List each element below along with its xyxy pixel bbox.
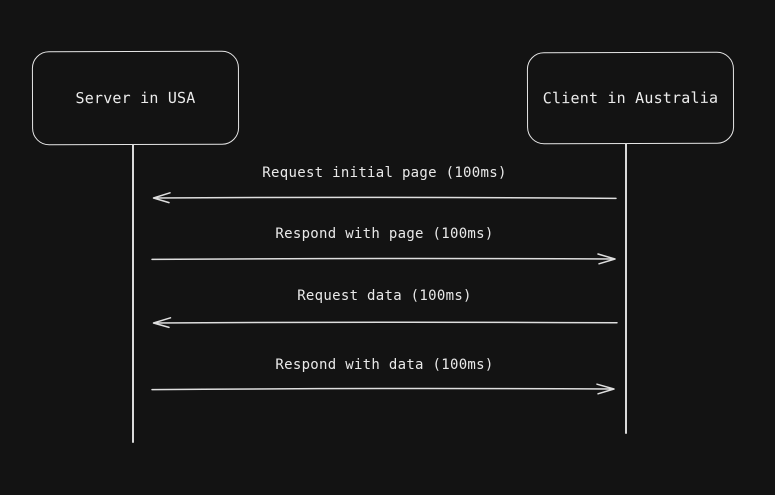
lifeline-client [625, 143, 627, 434]
actor-box-client: Client in Australia [526, 51, 735, 145]
message-label: Request initial page (100ms) [262, 165, 507, 181]
message-label: Respond with page (100ms) [275, 226, 494, 242]
arrow-right-icon [151, 383, 615, 395]
arrow-right-icon [151, 253, 616, 265]
arrow-left-icon [152, 317, 618, 329]
arrow-left-icon [152, 192, 617, 204]
message-label: Respond with data (100ms) [275, 357, 494, 373]
actor-label-server: Server in USA [75, 88, 196, 108]
message-label: Request data (100ms) [297, 288, 472, 304]
actor-box-server: Server in USA [31, 50, 240, 146]
actor-label-client: Client in Australia [542, 88, 719, 108]
lifeline-server [132, 144, 134, 443]
